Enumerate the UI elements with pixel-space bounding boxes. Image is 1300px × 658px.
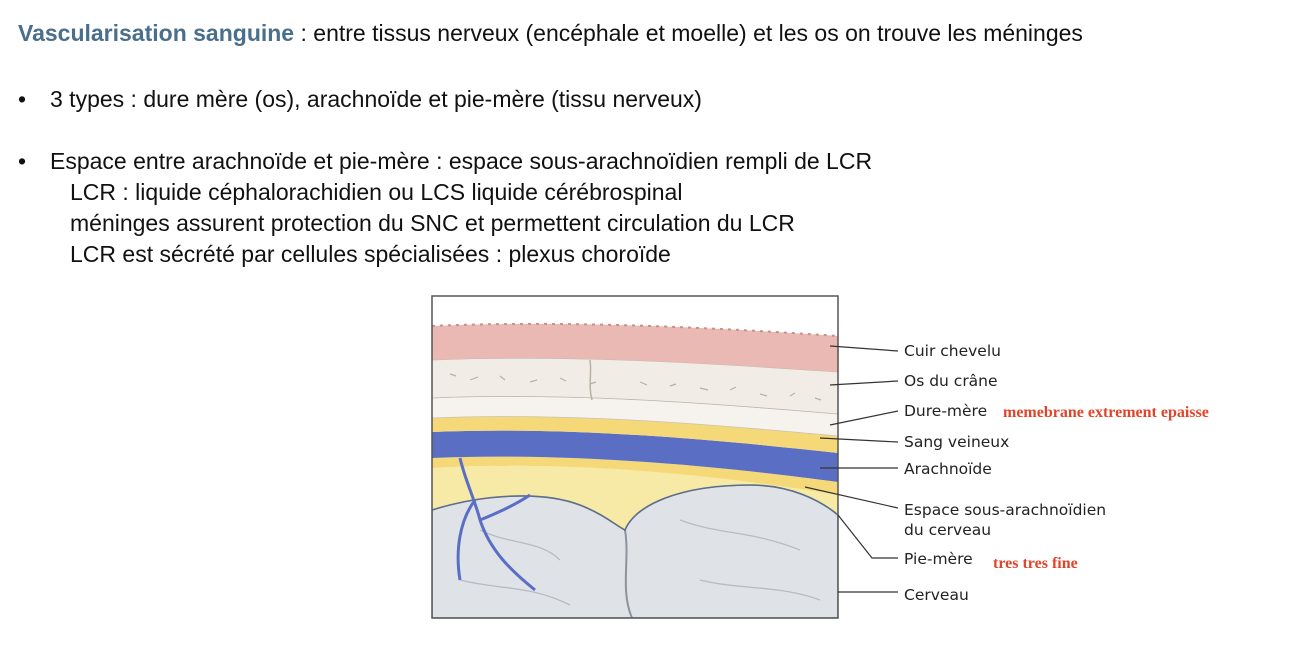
bullet-text: 3 types : dure mère (os), arachnoïde et … (50, 86, 702, 112)
leader-line (830, 411, 898, 425)
bullet-dot: • (18, 86, 50, 113)
meninges-diagram: Cuir chevelu Os du crâne Dure-mère memeb… (420, 290, 1280, 630)
sub-line: méninges assurent protection du SNC et p… (70, 210, 795, 237)
sub-line: LCR est sécrété par cellules spécialisée… (70, 241, 671, 268)
label-cuir-chevelu: Cuir chevelu (904, 342, 1001, 360)
label-dure-mere: Dure-mère (904, 402, 987, 420)
note-pie-mere: tres tres fine (993, 555, 1078, 572)
header-line: Vascularisation sanguine : entre tissus … (18, 20, 1083, 47)
leader-line (830, 346, 898, 351)
label-sang-veineux: Sang veineux (904, 433, 1009, 451)
note-dure-mere: memebrane extrement epaisse (1003, 404, 1209, 421)
bullet-text: Espace entre arachnoïde et pie-mère : es… (50, 148, 872, 174)
label-du-cerveau: du cerveau (904, 521, 991, 539)
header-text: : entre tissus nerveux (encéphale et moe… (294, 20, 1083, 46)
label-arachnoide: Arachnoïde (904, 460, 992, 478)
leader-line (830, 381, 898, 385)
label-pie-mere: Pie-mère (904, 550, 973, 568)
label-cerveau: Cerveau (904, 586, 969, 604)
header-keyword: Vascularisation sanguine (18, 20, 294, 46)
bullet-item: •Espace entre arachnoïde et pie-mère : e… (18, 148, 872, 175)
label-espace-sous-arachnoidien: Espace sous-arachnoïdien (904, 501, 1106, 519)
leader-line (838, 515, 898, 558)
sub-line: LCR : liquide céphalorachidien ou LCS li… (70, 179, 682, 206)
bullet-dot: • (18, 148, 50, 175)
bullet-item: •3 types : dure mère (os), arachnoïde et… (18, 86, 702, 113)
label-os-du-crane: Os du crâne (904, 372, 998, 390)
